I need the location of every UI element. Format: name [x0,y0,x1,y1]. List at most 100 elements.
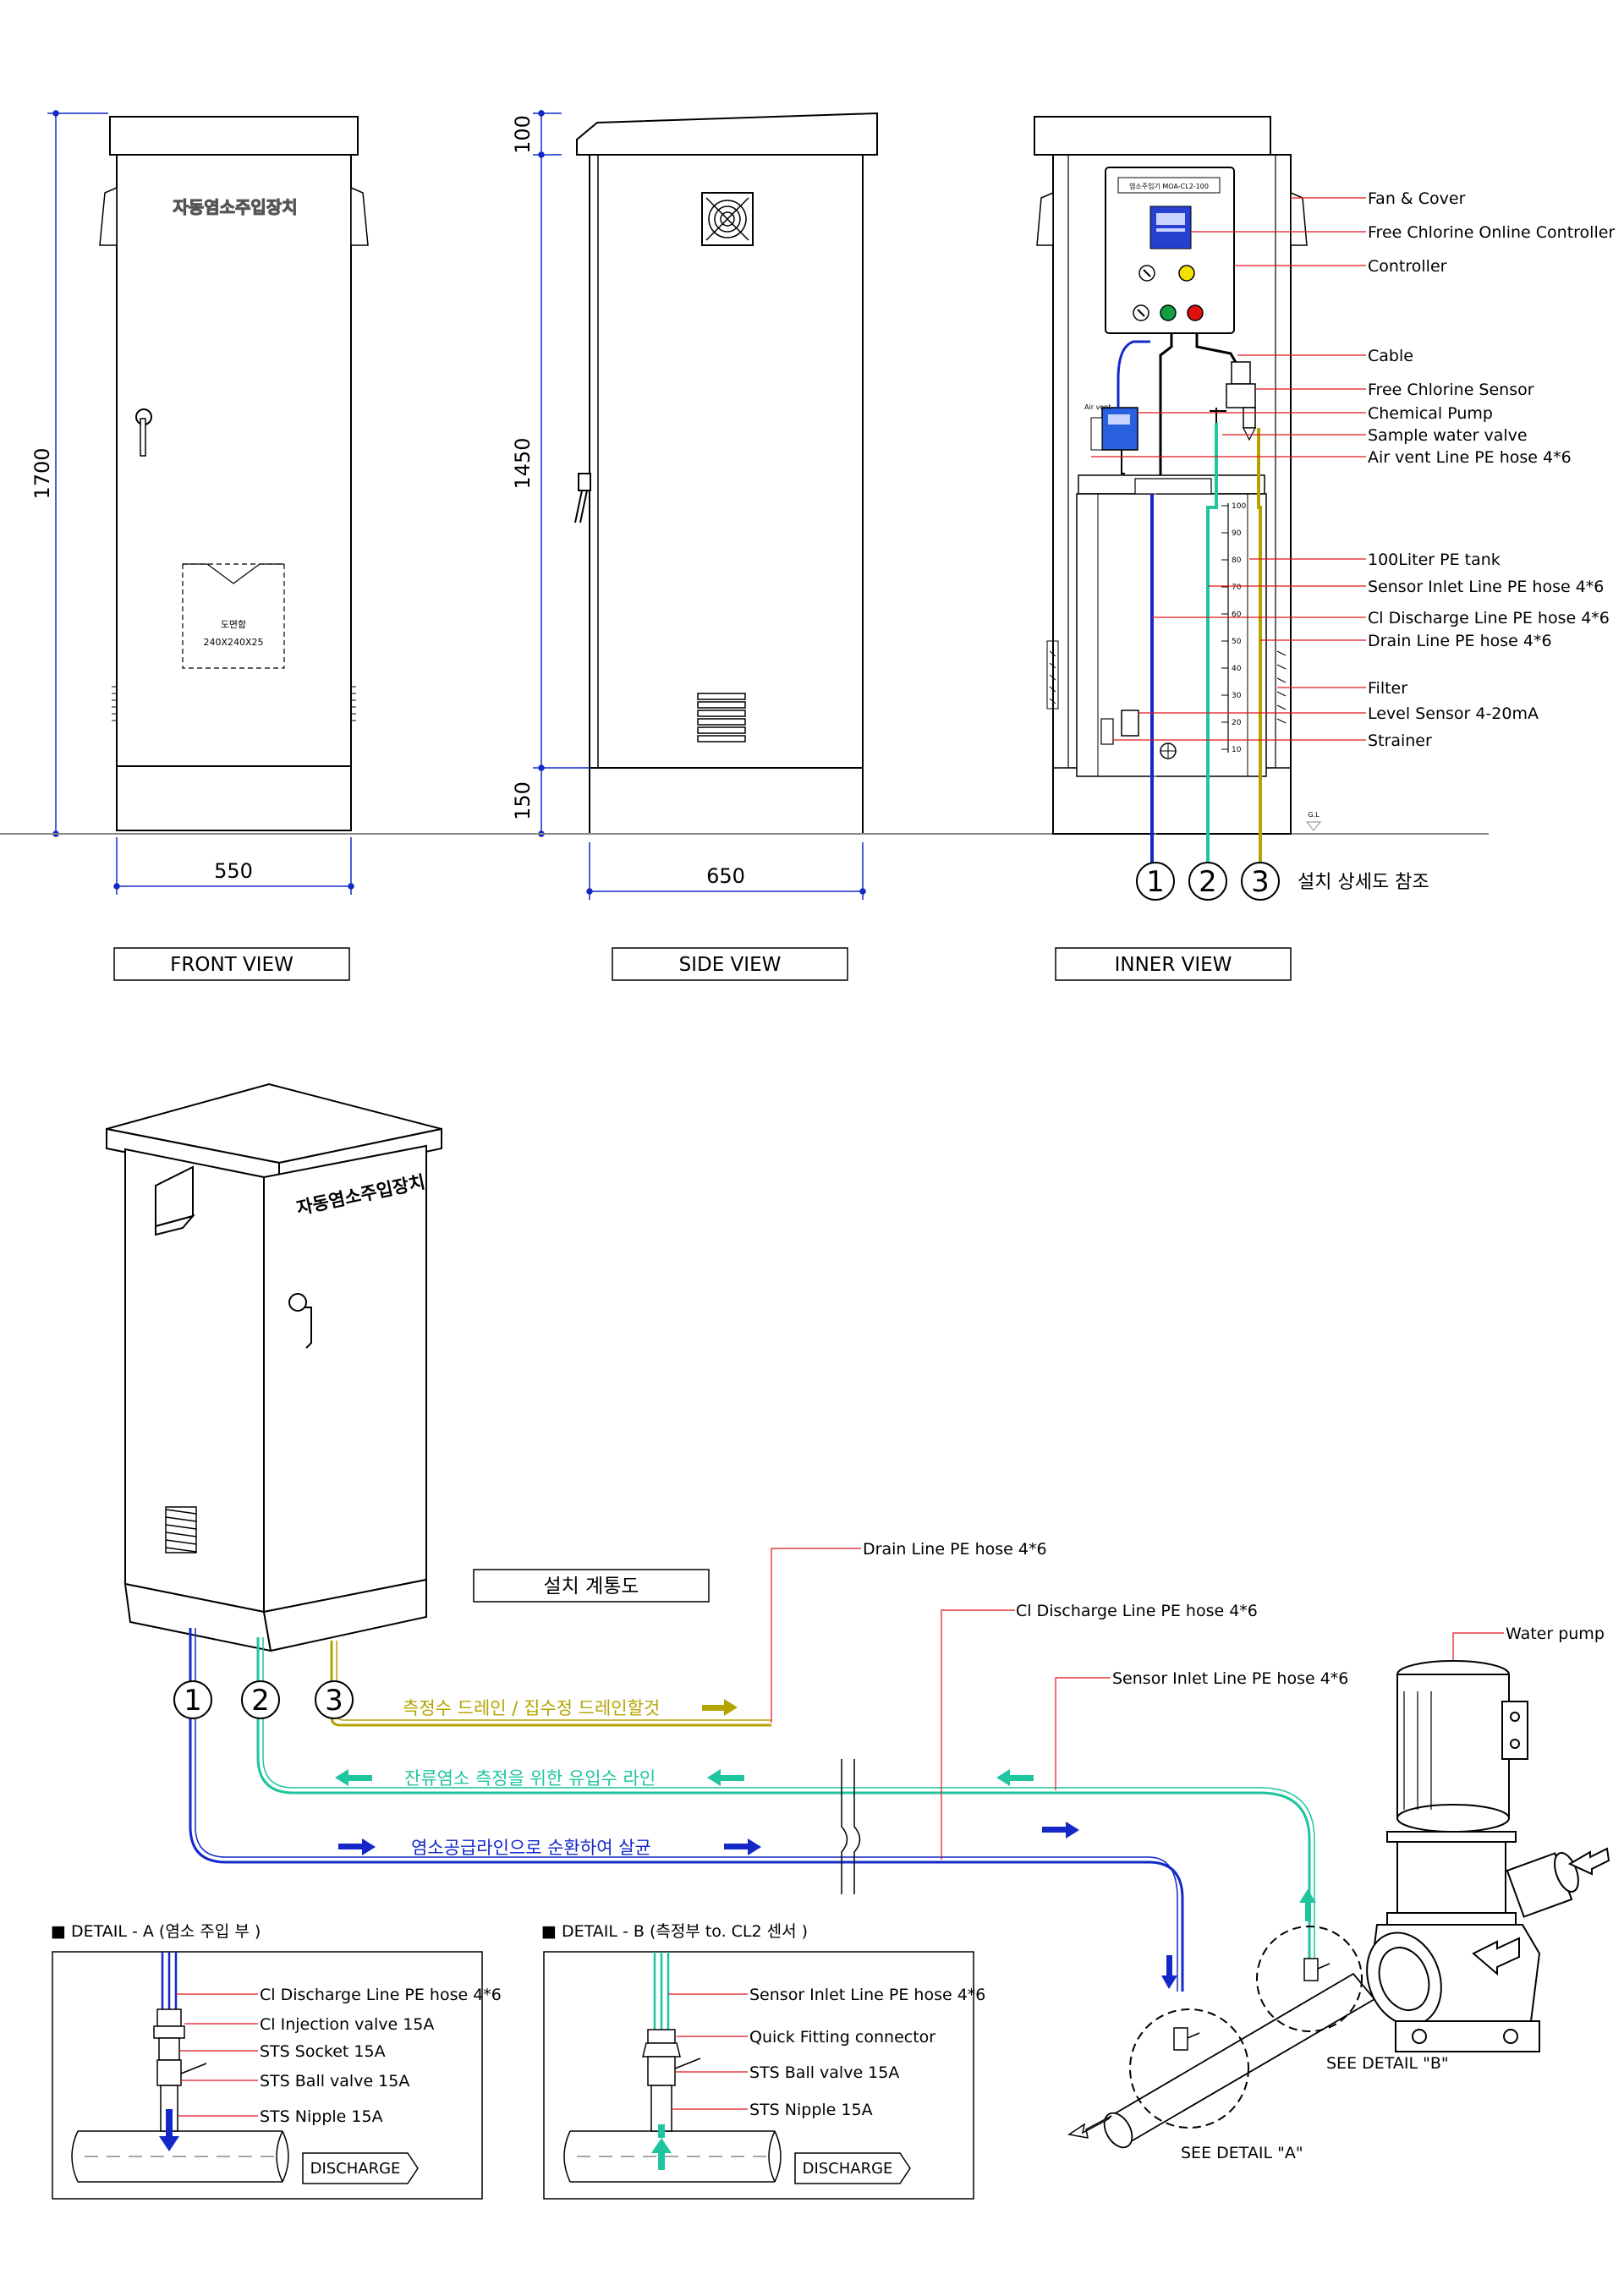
tank-scale-labels: 100 90 80 70 60 50 40 30 20 10 [1232,502,1246,754]
side-handle [574,473,591,523]
side-caption-box [612,947,848,981]
front-body [116,154,352,769]
detail-a-label-4: STS Nipple 15A [260,2107,383,2126]
callout-sensor-inlet-line: Sensor Inlet Line PE hose 4*6 [1368,578,1604,596]
inner-line-3 [1257,428,1262,881]
flow-discharge-text: 염소공급라인으로 순환하여 살균 [411,1838,651,1858]
cable-sensor [1195,333,1239,366]
inlet-arrow-left-3 [996,1769,1034,1786]
detail-a-hoses [161,1952,178,2009]
detail-b-pipe [563,2130,782,2183]
inner-line-numbers: 1 2 3 [1136,862,1280,901]
callout-pe-tank: 100Liter PE tank [1368,551,1501,569]
controller-label: 염소주입기 MOA-CL2-100 [1129,183,1209,190]
svg-text:2: 2 [251,1684,270,1718]
chemical-pump: Air vent [1084,403,1138,451]
install-callout-discharge: Cl Discharge Line PE hose 4*6 [1016,1602,1258,1620]
main-water-pipe [1103,1972,1376,2149]
installation-title: 설치 계통도 [543,1575,639,1597]
detail-b-circle [1256,1926,1363,2032]
sample-valve-b [1303,1958,1330,1981]
flow-drain-text: 측정수 드레인 / 집수정 드레인할것 [403,1698,660,1718]
detail-a-pipe [71,2130,289,2183]
svg-text:20: 20 [1232,719,1242,727]
install-line-1-discharge [189,1628,1184,1992]
side-dim-mid: 1450 [511,437,535,489]
inner-view: 염소주입기 MOA-CL2-100 Air vent [1034,116,1615,981]
inner-fan-cover-right [1290,191,1308,246]
detail-b-leaders [668,1993,748,2110]
controller-panel: 염소주입기 MOA-CL2-100 [1105,167,1235,334]
svg-text:60: 60 [1232,611,1242,619]
pe-tank: 100 90 80 70 60 50 40 30 20 10 [1046,474,1287,777]
front-view: 자동염소주입장치 도면함 240X240X25 1700 550 FRONT V… [30,110,369,981]
inner-fan-cover-left [1036,191,1054,246]
callout-controller: Controller [1368,257,1447,276]
front-roof [109,116,359,156]
callout-sample-water-valve: Sample water valve [1368,426,1528,445]
pipe-outlet-arrow [1067,2115,1112,2139]
install-line-numbers: 1 2 3 [173,1680,354,1719]
callout-fan-cover: Fan & Cover [1368,189,1466,208]
detail-b-discharge-tag: DISCHARGE [794,2152,911,2184]
front-dim-width: 550 [214,859,253,883]
side-dim-bottom: 150 [511,781,535,820]
detail-b-fittings [642,2029,701,2132]
svg-text:70: 70 [1232,584,1242,592]
side-caption: SIDE VIEW [679,954,782,976]
detail-a: ■ DETAIL - A (염소 주입 부 ) [51,1922,502,2200]
svg-text:80: 80 [1232,556,1242,565]
inner-roof [1034,116,1271,156]
front-brand-text: 자동염소주입장치 [173,197,297,217]
detail-b-title: ■ DETAIL - B (측정부 to. CL2 센서 ) [541,1922,808,1941]
detail-a-label-2: STS Socket 15A [260,2042,386,2061]
inlet-arrow-up [1299,1889,1316,1921]
install-line-2-inlet [256,1637,1311,1977]
svg-text:40: 40 [1232,665,1242,673]
detail-b-label-2: STS Ball valve 15A [749,2063,899,2082]
discharge-arrow-right-1 [338,1838,376,1855]
indicator-yellow [1178,265,1195,282]
callout-cl-discharge-line: Cl Discharge Line PE hose 4*6 [1368,609,1610,627]
callout-cable: Cable [1368,347,1413,365]
detail-b-label-0: Sensor Inlet Line PE hose 4*6 [749,1986,985,2004]
detail-a-discharge-tag: DISCHARGE [302,2152,419,2184]
svg-text:90: 90 [1232,529,1242,538]
inlet-arrow-left-2 [707,1769,744,1786]
svg-text:10: 10 [1232,746,1242,754]
svg-text:3: 3 [325,1684,343,1718]
callout-online-controller: Free Chlorine Online Controller [1368,223,1615,242]
tank-scale-ticks [1221,505,1228,750]
free-chlorine-sensor [1210,361,1256,441]
inner-cl-discharge-line [1116,340,1150,408]
pipe-break [841,1759,861,1894]
front-caption: FRONT VIEW [170,954,294,976]
indicator-green [1160,304,1177,321]
svg-text:30: 30 [1232,692,1242,700]
installation-title-box [473,1569,710,1603]
side-fan-grille [701,192,754,246]
inner-caption: INNER VIEW [1115,954,1232,976]
callout-chemical-pump: Chemical Pump [1368,404,1493,423]
side-vent [697,693,746,743]
svg-text:2: 2 [1199,865,1217,899]
detail-b: ■ DETAIL - B (측정부 to. CL2 센서 ) Senso [541,1922,985,2200]
detail-a-flow-arrow [159,2109,179,2151]
detail-a-leaders [176,1993,258,2117]
doc-box-size: 240X240X25 [203,637,263,648]
svg-text:G.L: G.L [1308,811,1320,819]
callout-filter: Filter [1368,679,1407,698]
see-detail-b: SEE DETAIL "B" [1326,2054,1449,2073]
detail-b-hoses [653,1952,670,2030]
front-fan-cover-left [99,186,118,246]
flow-inlet-text: 잔류염소 측정을 위한 유입수 라인 [404,1768,656,1789]
side-dimensions [533,110,866,900]
svg-text:50: 50 [1232,638,1242,646]
install-callout-leaders [771,1548,1504,1860]
water-pump [1366,1660,1610,2052]
install-callout-drain: Drain Line PE hose 4*6 [863,1540,1047,1559]
chlorine-controller-display [1149,205,1192,249]
detail-b-flow-arrow [651,2124,672,2170]
detail-b-label-3: STS Nipple 15A [749,2101,873,2119]
inner-callout-labels: Fan & Cover Free Chlorine Online Control… [1368,189,1615,750]
